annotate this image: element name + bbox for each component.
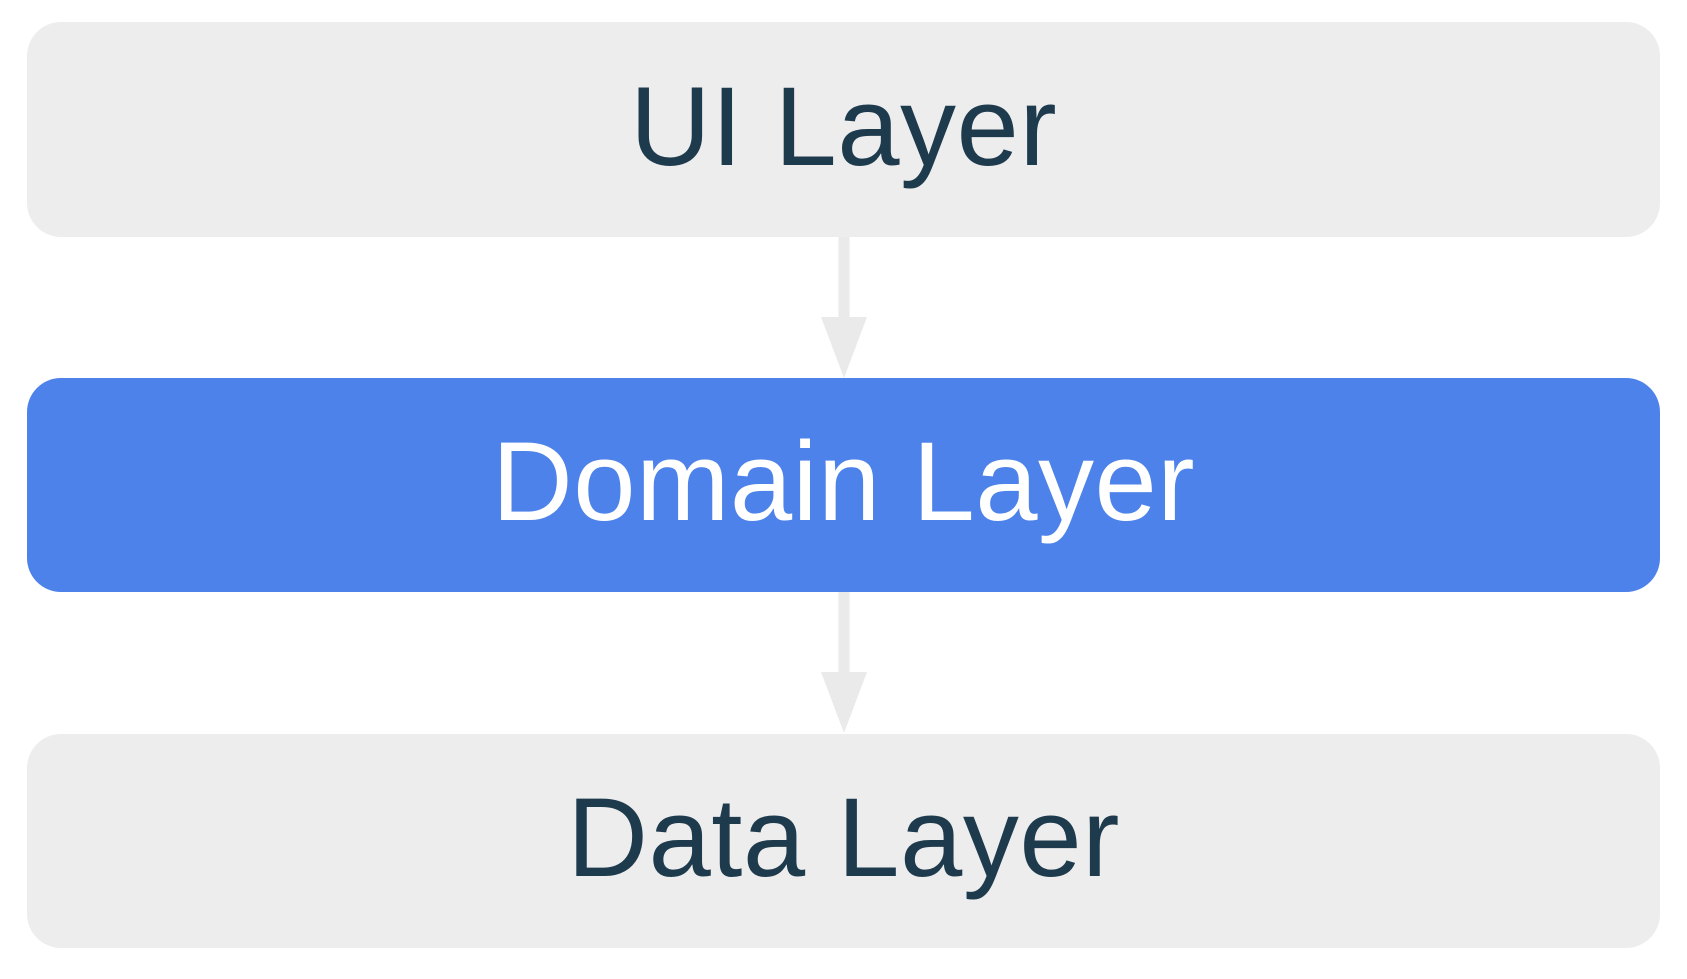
arrow-down-icon (820, 237, 868, 378)
data-layer-box: Data Layer (27, 734, 1660, 948)
domain-layer-label: Domain Layer (491, 419, 1196, 544)
ui-layer-box: UI Layer (27, 22, 1660, 237)
domain-layer-box: Domain Layer (27, 378, 1660, 592)
arrow-down-icon (820, 592, 868, 733)
ui-layer-label: UI Layer (629, 63, 1058, 189)
data-layer-label: Data Layer (567, 775, 1120, 900)
